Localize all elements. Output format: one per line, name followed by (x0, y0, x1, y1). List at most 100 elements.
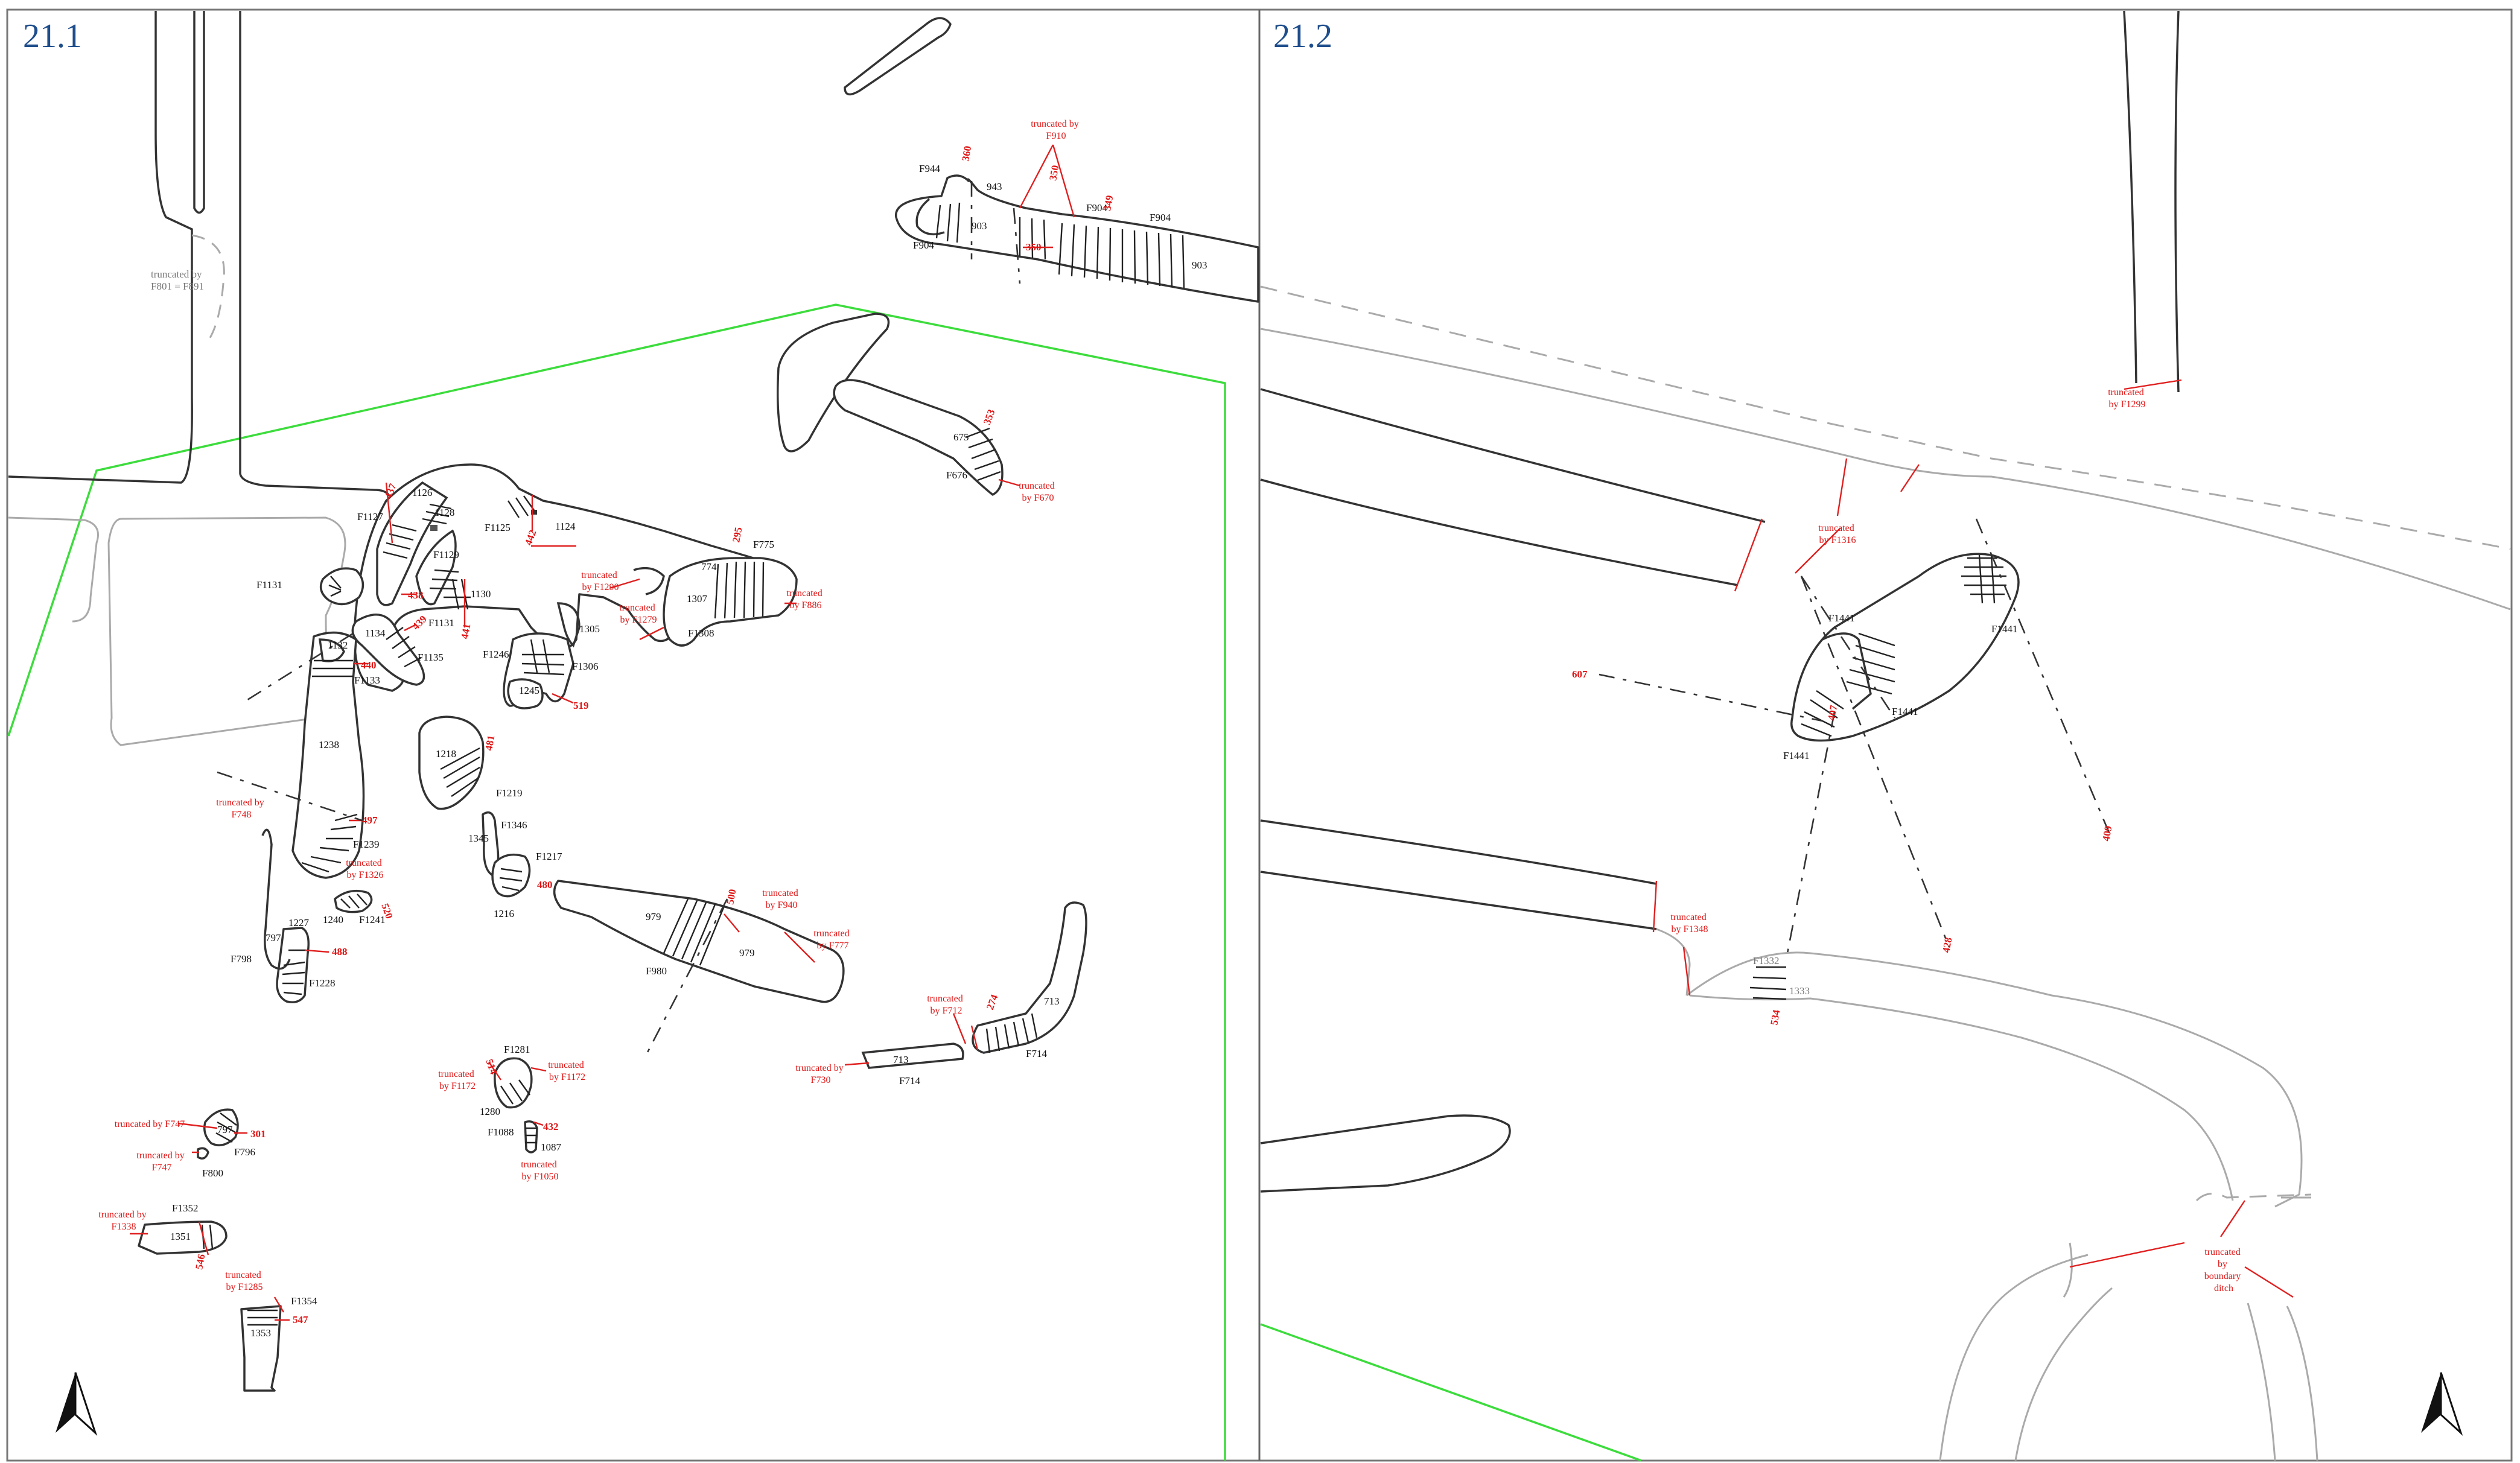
label-line: by F1290 (582, 582, 619, 592)
label-line: by F1348 (1672, 924, 1708, 935)
label-line: truncated (548, 1060, 584, 1070)
section-line (1599, 673, 1823, 722)
leader-line (970, 1025, 979, 1050)
hachure-f1127 (383, 503, 471, 610)
label-f1127: F1127 (357, 511, 383, 522)
level-360: 360 (959, 145, 973, 162)
label-1134: 1134 (365, 627, 386, 639)
label-line: by F1285 (226, 1282, 263, 1292)
grey-ditch-edge (1939, 1254, 2089, 1461)
panel-label-21-2: 21.2 (1273, 17, 1332, 55)
leader-line (952, 1013, 967, 1044)
label-line: F748 (232, 810, 252, 820)
label-line: truncated (2108, 387, 2144, 398)
level-432: 432 (543, 1121, 559, 1132)
label-f904: F904 (913, 240, 934, 251)
level-349: 349 (1101, 194, 1115, 211)
ditch-edge (1260, 388, 1766, 523)
grey-ditch-edge (2286, 1306, 2318, 1461)
label-line: by F886 (790, 600, 822, 611)
leader-line (533, 1121, 544, 1126)
label-truncated-boundary-ditch: truncated by boundary ditch (2204, 1247, 2243, 1293)
label-line: F1338 (112, 1222, 136, 1232)
label-line: ditch (2214, 1283, 2233, 1293)
feature-f796 (203, 1108, 239, 1147)
label-line: boundary (2204, 1271, 2241, 1281)
label-f1219: F1219 (496, 787, 522, 799)
section-line (1800, 576, 1950, 948)
label-f1441: F1441 (1828, 612, 1854, 624)
leader-line (2244, 1266, 2294, 1298)
label-f1133: F1133 (354, 674, 380, 686)
label-line: truncated (2204, 1247, 2241, 1257)
label-f1352: F1352 (172, 1202, 198, 1214)
level-301: 301 (250, 1128, 266, 1140)
label-1128: 1128 (434, 507, 454, 518)
leader-line (2124, 379, 2182, 390)
label-line: by F1050 (522, 1172, 559, 1182)
label-f1129: F1129 (433, 549, 459, 560)
north-arrow-icon (2421, 1372, 2463, 1436)
leader-line (273, 1296, 285, 1313)
label-truncated-f1299: truncated by F1299 (2108, 387, 2146, 410)
label-979: 979 (739, 947, 755, 959)
label-1218: 1218 (436, 748, 456, 760)
label-797: 797 (217, 1124, 233, 1135)
hachure-f1228 (282, 949, 307, 995)
label-f1308: F1308 (688, 627, 714, 639)
label-line: truncated (438, 1069, 474, 1079)
grey-ditch-1333 (1686, 951, 2303, 1208)
label-truncated-f910: truncated by F910 (1031, 119, 1081, 141)
label-1280: 1280 (480, 1106, 500, 1117)
feature-f1088 (524, 1120, 538, 1154)
label-f1228: F1228 (309, 977, 335, 989)
feature-short-ditch (777, 313, 890, 452)
label-line: F801 = F891 (151, 281, 204, 292)
level-546: 546 (193, 1253, 207, 1270)
label-truncated-f1285: truncated by F1285 (225, 1270, 264, 1292)
leader-line (2069, 1242, 2185, 1268)
label-f800: F800 (202, 1167, 223, 1179)
feature-f1217 (491, 853, 531, 898)
label-f796: F796 (234, 1146, 255, 1158)
leader-line (488, 1061, 501, 1081)
label-f1332: F1332 (1753, 955, 1779, 966)
label-f904: F904 (1086, 202, 1107, 214)
feature-f775 (663, 557, 798, 647)
hachure-f1246 (521, 639, 565, 676)
leader-line (304, 949, 329, 953)
leader-line (844, 1062, 870, 1066)
label-truncated-f940: truncated by F940 (762, 888, 801, 910)
label-truncated-f712: truncated by F712 (927, 994, 966, 1016)
feature-f904-ditch (895, 174, 1259, 303)
feature-f1129 (415, 529, 457, 606)
section-line (1013, 208, 1021, 284)
ditch-edge (1260, 871, 1657, 930)
label-675: 675 (953, 431, 969, 443)
label-1307: 1307 (687, 593, 708, 605)
section-line (247, 632, 354, 701)
level-500: 500 (724, 888, 738, 905)
leader-line (1795, 527, 1841, 574)
label-truncated-f1338: truncated by F1338 (98, 1210, 149, 1232)
excavation-limit (7, 303, 1226, 1461)
leader-line (2220, 1200, 2245, 1237)
label-line: truncated by (151, 268, 202, 280)
hachure-f1217 (499, 868, 523, 892)
level-440: 440 (361, 659, 377, 671)
hachure-1353 (247, 1309, 278, 1326)
ditch-inner-channel (193, 11, 205, 214)
feature-f800 (197, 1147, 209, 1160)
label-f1441: F1441 (1783, 750, 1809, 761)
level-519: 519 (573, 700, 589, 711)
label-truncated-f747: truncated by F747 (136, 1150, 187, 1173)
label-1227: 1227 (288, 917, 310, 928)
level-353: 353 (981, 408, 998, 426)
hachure-f1332 (1749, 966, 1787, 1000)
small-find-marker (430, 525, 438, 531)
label-truncated-f1172: truncated by F1172 (438, 1069, 477, 1091)
label-f1306: F1306 (572, 661, 598, 672)
level-350: 350 (1026, 241, 1042, 253)
label-f775: F775 (753, 539, 774, 550)
